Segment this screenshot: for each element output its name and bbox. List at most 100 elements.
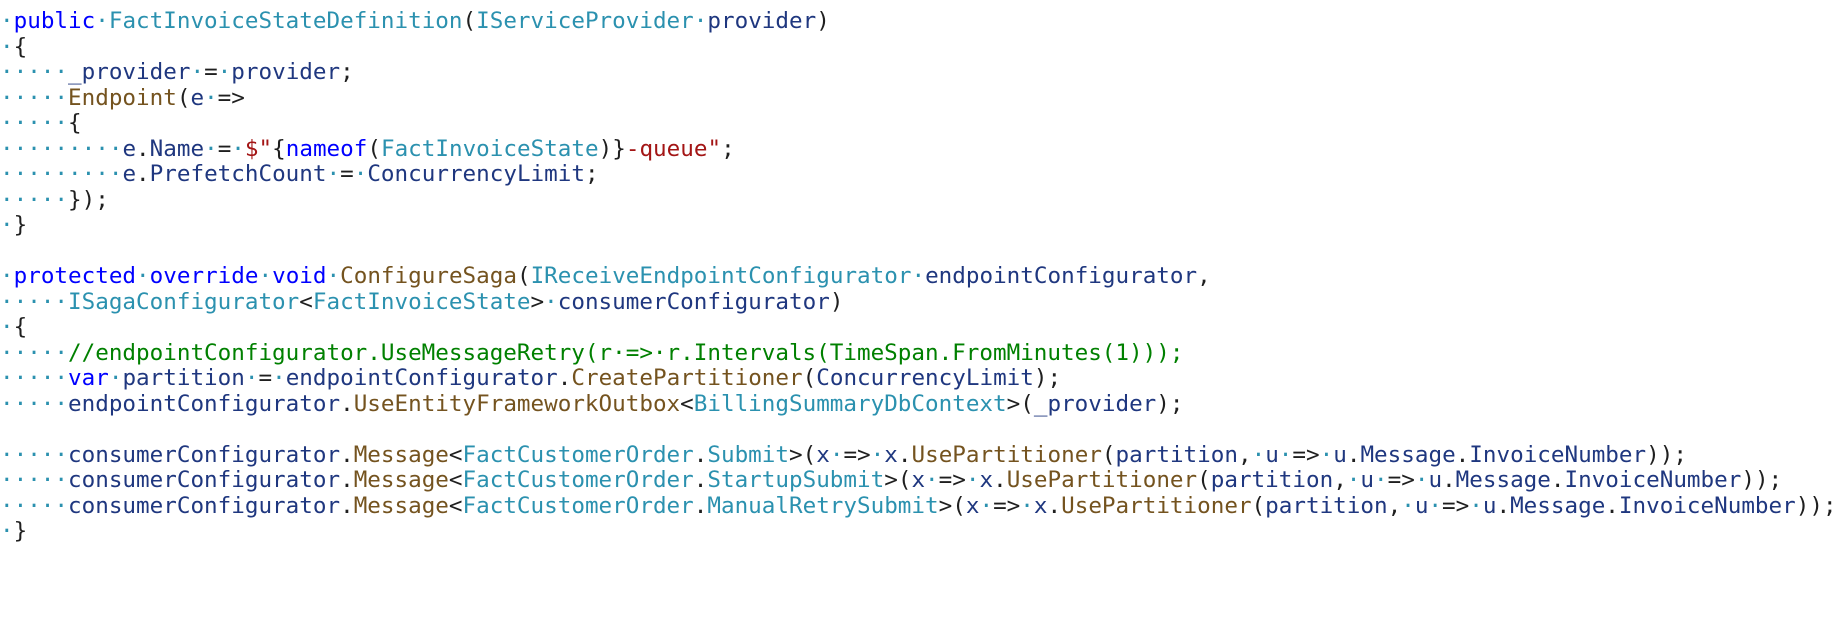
code-line[interactable]: ·} — [0, 516, 27, 546]
whitespace-marker: · — [326, 161, 341, 187]
code-line[interactable]: ·····Endpoint(e·=> — [0, 83, 245, 113]
whitespace-marker: ····· — [0, 110, 69, 136]
identifier-token: ConcurrencyLimit — [816, 365, 1034, 391]
method-token: Message — [353, 492, 449, 519]
punctuation-token: . — [557, 365, 572, 391]
type-token: FactInvoiceStateDefinition — [108, 8, 463, 34]
punctuation-token: . — [1496, 492, 1511, 519]
punctuation-token: = — [217, 135, 232, 162]
whitespace-marker: ····· — [0, 441, 69, 468]
punctuation-token: > — [530, 288, 545, 315]
code-line[interactable]: ·····_provider·=·provider; — [0, 57, 354, 87]
punctuation-token: . — [693, 441, 708, 468]
code-line[interactable]: ·protected·override·void·ConfigureSaga(I… — [0, 261, 1211, 291]
identifier-token: x — [965, 492, 980, 519]
identifier-token: x — [1033, 492, 1048, 519]
punctuation-token: . — [693, 467, 708, 493]
identifier-token: x — [979, 467, 994, 493]
punctuation-token: < — [680, 390, 694, 417]
whitespace-marker: · — [0, 212, 14, 238]
code-line[interactable]: ·········e.Name·=·$"{nameof(FactInvoiceS… — [0, 134, 735, 164]
identifier-token: consumerConfigurator — [68, 467, 341, 493]
whitespace-marker: · — [244, 365, 259, 391]
identifier-token: partition — [1115, 441, 1238, 468]
punctuation-token: >( — [938, 492, 966, 519]
code-line[interactable]: ·····ISagaConfigurator<FactInvoiceState>… — [0, 287, 843, 317]
identifier-token: ConcurrencyLimit — [367, 161, 585, 187]
method-token: UseEntityFrameworkOutbox — [353, 390, 681, 417]
punctuation-token: , — [1387, 492, 1402, 519]
code-line[interactable]: ·····//endpointConfigurator.UseMessageRe… — [0, 338, 1183, 368]
keyword-token: var — [68, 365, 109, 391]
whitespace-marker: · — [204, 84, 218, 111]
punctuation-token: . — [1455, 441, 1470, 468]
identifier-token: u — [1265, 441, 1279, 468]
punctuation-token: >( — [789, 441, 817, 468]
whitespace-marker: · — [108, 365, 123, 391]
punctuation-token: , — [1237, 441, 1252, 468]
identifier-token: consumerConfigurator — [68, 441, 341, 468]
punctuation-token: < — [448, 492, 463, 519]
type-token: FactInvoiceState — [380, 135, 599, 162]
identifier-token: provider — [231, 59, 341, 85]
code-line[interactable]: ·····}); — [0, 185, 109, 215]
code-line[interactable]: ·····endpointConfigurator.UseEntityFrame… — [0, 389, 1184, 419]
identifier-token: u — [1482, 492, 1497, 519]
punctuation-token: )); — [1741, 467, 1783, 493]
punctuation-token: . — [136, 161, 150, 187]
punctuation-token: ( — [516, 263, 531, 289]
identifier-token: _provider — [68, 59, 191, 85]
code-line[interactable]: ·····consumerConfigurator.Message<FactCu… — [0, 440, 1687, 470]
punctuation-token: ; — [584, 161, 599, 187]
string-token: -queue" — [625, 135, 722, 162]
type-token: IReceiveEndpointConfigurator — [530, 263, 912, 289]
whitespace-marker: · — [1278, 441, 1293, 468]
method-token: Message — [353, 441, 449, 468]
whitespace-marker: · — [190, 59, 205, 85]
punctuation-token: )} — [598, 135, 626, 162]
identifier-token: _provider — [1033, 390, 1157, 417]
whitespace-marker: ····· — [0, 390, 69, 417]
punctuation-token: => — [217, 84, 245, 111]
method-token: Message — [353, 467, 449, 493]
code-line[interactable]: ·} — [0, 210, 27, 240]
punctuation-token: } — [13, 518, 28, 544]
whitespace-marker: · — [0, 33, 14, 60]
punctuation-token: >( — [884, 467, 912, 493]
identifier-token: endpointConfigurator — [925, 263, 1198, 289]
whitespace-marker: · — [353, 161, 368, 187]
whitespace-marker: · — [0, 518, 14, 544]
punctuation-token: ); — [1033, 365, 1062, 391]
code-line[interactable]: ·public·FactInvoiceStateDefinition(IServ… — [0, 6, 830, 36]
code-line[interactable]: ·········e.PrefetchCount·=·ConcurrencyLi… — [0, 159, 599, 189]
code-line[interactable]: ·····{ — [0, 108, 82, 138]
code-line[interactable]: ·····consumerConfigurator.Message<FactCu… — [0, 465, 1782, 495]
code-line[interactable]: ·····consumerConfigurator.Message<FactCu… — [0, 491, 1837, 521]
code-line[interactable]: ·{ — [0, 32, 27, 62]
punctuation-token: . — [993, 467, 1007, 493]
identifier-token: e — [190, 84, 205, 111]
punctuation-token: , — [1333, 467, 1347, 493]
punctuation-token: < — [448, 467, 463, 493]
code-line[interactable]: ·{ — [0, 312, 27, 342]
punctuation-token: = — [340, 161, 354, 187]
identifier-token: Message — [1455, 467, 1551, 493]
identifier-token: partition — [1210, 467, 1334, 493]
punctuation-token: => — [938, 467, 966, 493]
punctuation-token: } — [13, 212, 28, 238]
punctuation-token: . — [1346, 441, 1361, 468]
identifier-token: x — [884, 441, 898, 468]
type-token: FactInvoiceState — [312, 288, 531, 315]
identifier-token: u — [1428, 467, 1443, 493]
whitespace-marker: ····· — [0, 288, 69, 315]
whitespace-marker: · — [217, 59, 232, 85]
punctuation-token: . — [1550, 467, 1565, 493]
punctuation-token: ; — [340, 59, 354, 85]
code-line[interactable]: ·····var·partition·=·endpointConfigurato… — [0, 363, 1061, 393]
identifier-token: Message — [1510, 492, 1606, 519]
type-token: ISagaConfigurator — [68, 288, 300, 315]
keyword-token: protected — [13, 263, 137, 289]
identifier-token: x — [816, 441, 830, 468]
whitespace-marker: · — [136, 263, 150, 289]
